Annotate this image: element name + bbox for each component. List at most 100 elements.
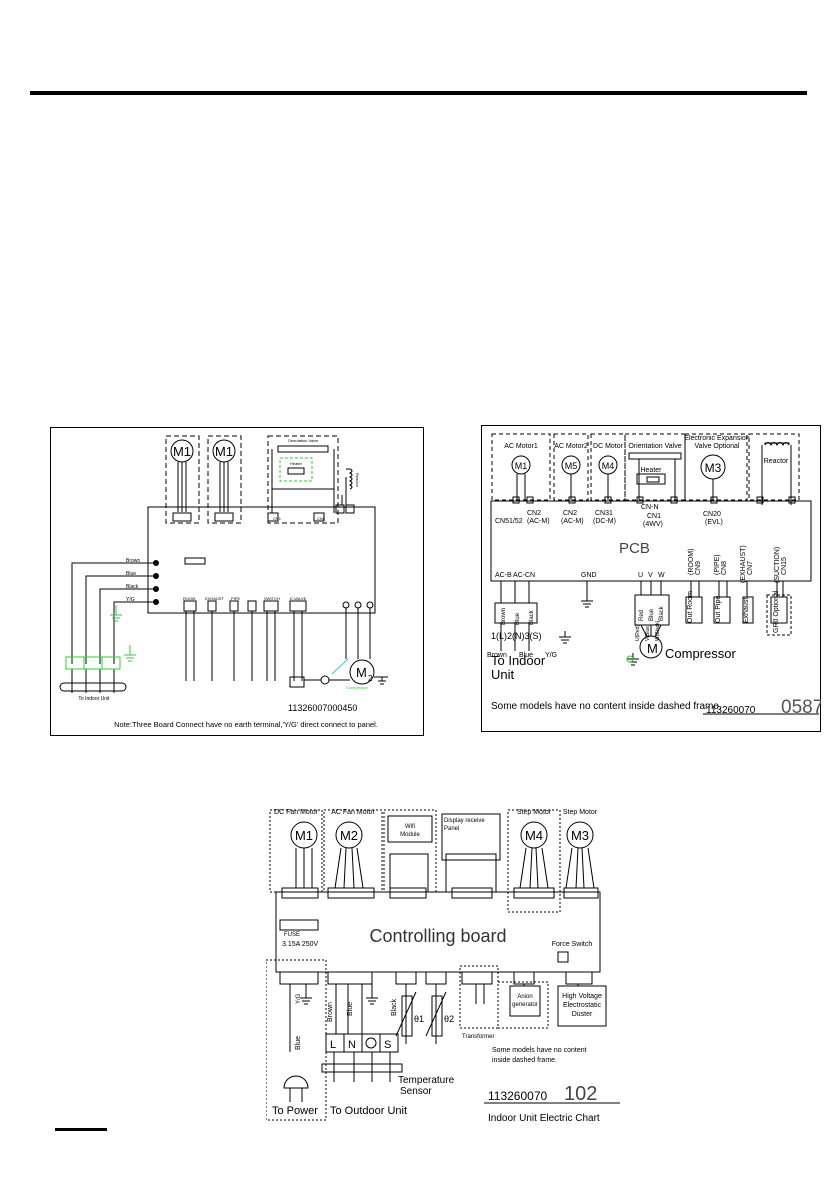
m3-label-c: M3 bbox=[571, 828, 589, 843]
compressor-label-b: Compressor bbox=[665, 646, 736, 661]
m2-label-c: M2 bbox=[340, 828, 358, 843]
board-label: Controlling board bbox=[369, 926, 506, 946]
v-label: V bbox=[648, 572, 653, 579]
cn15-label: CN15 bbox=[781, 557, 788, 575]
reactor-label: Reactor bbox=[355, 473, 360, 488]
pipe-label: PIPE bbox=[231, 596, 240, 601]
out-room-b: Out Room bbox=[687, 591, 694, 623]
m5-label-b: M5 bbox=[565, 461, 578, 471]
cnn-label: CN-N bbox=[641, 504, 659, 511]
cn9-label: CN9 bbox=[695, 561, 702, 575]
fourwv-label: (4WV) bbox=[643, 521, 663, 528]
theta2-label: θ2 bbox=[444, 1014, 454, 1024]
blue2-b: Blue bbox=[649, 608, 655, 621]
note-c-2: inside dashed frame. bbox=[492, 1057, 557, 1064]
acm1-label: (AC-M) bbox=[527, 518, 550, 525]
ured-b: U(Red) bbox=[635, 625, 641, 641]
dcm-label: (DC-M) bbox=[593, 518, 616, 525]
part-big-b: 0587 bbox=[781, 697, 821, 718]
pipe-label-b: (PIPE) bbox=[714, 554, 721, 575]
terminal-n: N bbox=[348, 1039, 356, 1051]
switch-label: SWITCH bbox=[264, 596, 280, 601]
motor-m1-b-label: M1 bbox=[215, 444, 233, 459]
to-indoor-label: To Indoor Unit bbox=[78, 696, 110, 702]
m1-label-b: M1 bbox=[515, 461, 528, 471]
to-outdoor-label: To Outdoor Unit bbox=[330, 1105, 407, 1117]
yg-b: Y/G bbox=[545, 652, 557, 659]
cn51-label: CN51/52 bbox=[495, 518, 523, 525]
brown-label-c: Brown bbox=[327, 1002, 334, 1022]
display-label-1: Display receive bbox=[444, 818, 485, 824]
transformer-label: Transformer bbox=[462, 1034, 494, 1040]
to-indoor-b-1: To Indoor bbox=[491, 653, 546, 668]
compressor-motor-label: M bbox=[356, 665, 367, 680]
exhaust2-b: Exhaust bbox=[743, 598, 750, 623]
wifi-label-1: Wifi bbox=[405, 824, 415, 830]
step1-label: Step Motor bbox=[517, 809, 552, 816]
gr0-b: GR0 Optional bbox=[773, 590, 780, 633]
note-c-1: Some models have no content bbox=[492, 1047, 587, 1054]
room-label-b: (ROOM) bbox=[688, 549, 695, 575]
cn31-label: CN31 bbox=[595, 510, 613, 517]
compressor-label: Compressor bbox=[346, 685, 368, 690]
note-b: Some models have no content inside dashe… bbox=[491, 701, 722, 712]
wire-blue-b: Blue bbox=[515, 612, 521, 625]
display-label-2: Panel bbox=[444, 826, 459, 832]
yg-label-c: Y/G bbox=[296, 993, 302, 1004]
part-small-c: 113260070 bbox=[488, 1089, 548, 1103]
wifi-label-2: Module bbox=[400, 832, 420, 838]
blue2-label-c: Blue bbox=[347, 1002, 354, 1016]
anion-label-2: generator bbox=[512, 1002, 538, 1008]
m4-label-c: M4 bbox=[525, 828, 543, 843]
black-label-c: Black bbox=[391, 998, 398, 1016]
acm2-label: (AC-M) bbox=[561, 518, 584, 525]
cn2a-label: CN2 bbox=[527, 510, 541, 517]
part-small-b: 113260070 bbox=[706, 705, 756, 716]
exhaust-label: EXHAUST bbox=[205, 596, 224, 601]
force-switch-label: Force Switch bbox=[552, 941, 593, 948]
wire-brown-label: Brown bbox=[126, 558, 140, 564]
u-label: U bbox=[638, 572, 643, 579]
blue-b: Blue bbox=[519, 652, 533, 659]
ac-motor1-label: AC Motor1 bbox=[504, 443, 538, 450]
blue-label-c: Blue bbox=[295, 1036, 302, 1050]
vblue-b: V(Blue) bbox=[645, 624, 651, 641]
temp-label-1: Temperature bbox=[398, 1075, 455, 1086]
hv-label-2: Electrostatic bbox=[563, 1002, 602, 1009]
room-label: ROOM bbox=[183, 596, 195, 601]
terminal-s: S bbox=[384, 1039, 391, 1051]
indoor-electric-chart: DC Fan Motor AC Fan Motor Step Motor Ste… bbox=[266, 800, 630, 1130]
acb-label: AC-B bbox=[495, 572, 512, 579]
outdoor-wiring-diagram-b: AC Motor1 AC Motor2 DC Motor Orientation… bbox=[481, 425, 821, 732]
dc-motor-label: DC Motor bbox=[593, 443, 624, 450]
exp-valve-label-1: Electronic Expansion bbox=[684, 435, 749, 442]
red-b: Red bbox=[639, 610, 645, 621]
fuse-rating: 3.15A 250V bbox=[282, 941, 319, 948]
black2-b: Black bbox=[659, 605, 665, 621]
cn8-label: CN8 bbox=[721, 561, 728, 575]
evalve-label: E-VALVE bbox=[290, 596, 307, 601]
chart-title-c: Indoor Unit Electric Chart bbox=[488, 1113, 600, 1124]
cn2-label: CN2 bbox=[317, 516, 326, 521]
exp-valve-label-2: Valve Optional bbox=[694, 443, 739, 450]
wblack-b: W(Black) bbox=[655, 620, 661, 641]
cn1-label: CN1 bbox=[273, 516, 282, 521]
hv-label-3: Duster bbox=[572, 1011, 593, 1018]
m3-label-b: M3 bbox=[705, 461, 722, 475]
orientation-valve-label: Orientation Valve bbox=[628, 443, 681, 450]
part-number-a: 11326007000450 bbox=[288, 703, 357, 713]
valve-title: Orientation Valve bbox=[288, 438, 319, 443]
m1-label-c: M1 bbox=[295, 828, 313, 843]
ac-motor2-label: AC Motor2 bbox=[554, 443, 588, 450]
to-indoor-b-2: Unit bbox=[491, 667, 515, 682]
pcb-label: PCB bbox=[619, 540, 650, 557]
heater-label-b: Heater bbox=[640, 467, 662, 474]
evl-label: (EVL) bbox=[705, 519, 723, 526]
heater-label: Heater bbox=[290, 461, 303, 466]
hv-label-1: High Voltage bbox=[562, 993, 602, 1000]
cn1b-label: CN1 bbox=[647, 513, 661, 520]
suction-label: (SUCTION) bbox=[774, 547, 781, 583]
wire-yg-label: Y/G bbox=[126, 597, 135, 603]
anion-label-1: Anion bbox=[517, 994, 532, 1000]
header-rule bbox=[30, 91, 807, 95]
